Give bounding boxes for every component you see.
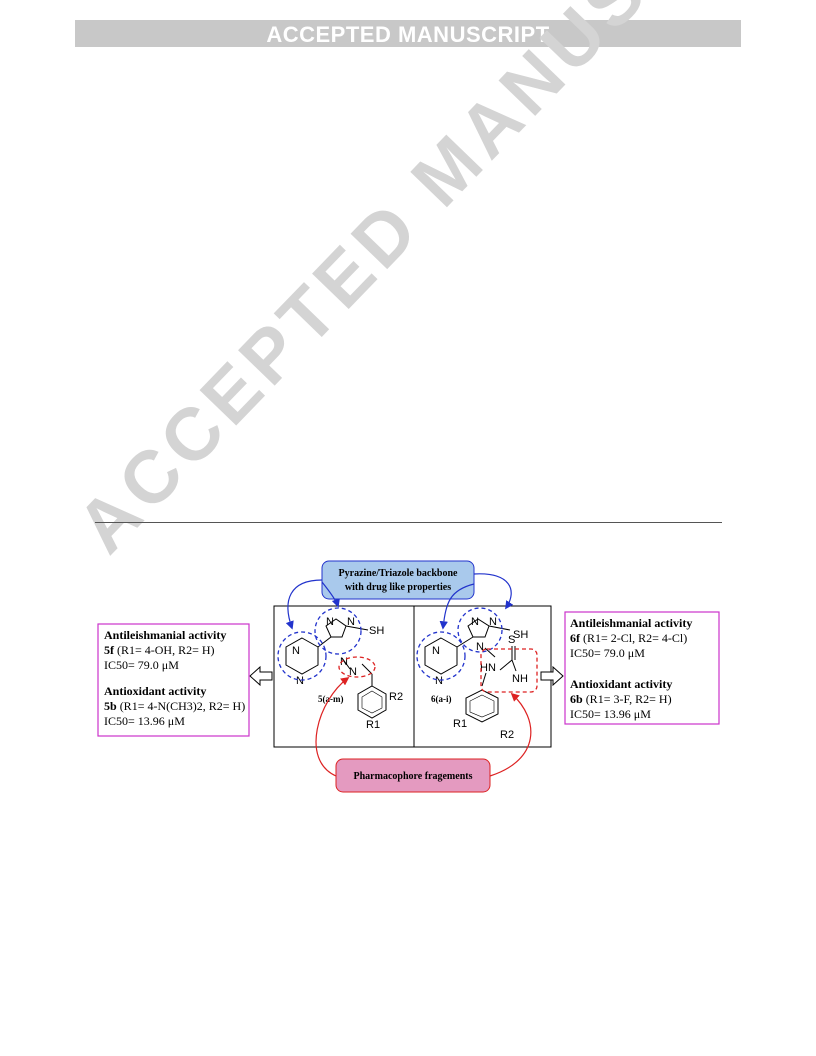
blue-arrow-2 (321, 581, 340, 608)
left-antiox-compound-line: 5b (R1= 4-N(CH3)2, R2= H) (104, 699, 245, 713)
backbone-label-box (321, 560, 475, 600)
thiourea-nh: NH (512, 673, 528, 685)
r2-left: R2 (389, 691, 403, 703)
activity-box-right (564, 611, 720, 725)
right-antiox-title: Antioxidant activity (570, 677, 672, 691)
r2-right: R2 (500, 729, 514, 741)
backbone-label-line2: with drug like properties (345, 582, 451, 593)
triazole-n-left: N (326, 616, 334, 628)
arrow-to-right-box (540, 665, 564, 687)
backbone-label-line1: Pyrazine/Triazole backbone (339, 568, 459, 579)
structure-6 (424, 618, 517, 723)
left-antiox-title: Antioxidant activity (104, 684, 206, 698)
pyrazine-n-top: N (292, 645, 300, 657)
left-antiox-ic50: IC50= 13.96 μM (104, 714, 185, 728)
blue-arrow-1 (285, 579, 323, 630)
pyrazine6-n-bottom: N (435, 675, 443, 687)
pharmacophore-label: Pharmacophore fragements (354, 771, 473, 782)
triazole-n-right: N (347, 616, 355, 628)
right-antileish-ic50: IC50= 79.0 μM (570, 646, 645, 660)
pyrazine-highlight-right (416, 631, 466, 681)
triazole-highlight-right (457, 607, 503, 653)
blue-arrow-3 (439, 583, 475, 630)
thiourea-highlight (480, 648, 538, 693)
triazole-n4: N (340, 656, 348, 668)
thiourea-s: S (508, 634, 515, 646)
thiol-group-left: SH (369, 625, 384, 637)
thiol-group-right: SH (513, 629, 528, 641)
pyrazine-highlight-left (277, 631, 327, 681)
right-antiox-ic50: IC50= 13.96 μM (570, 707, 651, 721)
imine-highlight (338, 656, 376, 678)
r1-right: R1 (453, 718, 467, 730)
imine-n: N (349, 666, 357, 678)
right-antileish-compound-line: 6f (R1= 2-Cl, R2= 4-Cl) (570, 631, 687, 645)
activity-box-left (97, 623, 250, 737)
red-arrow-left (315, 677, 350, 777)
r1-left: R1 (366, 719, 380, 731)
pyrazine6-n-top: N (432, 645, 440, 657)
triazole6-n-right: N (489, 616, 497, 628)
triazole6-n4: N (476, 641, 484, 653)
left-antileish-compound-line: 5f (R1= 4-OH, R2= H) (104, 643, 215, 657)
left-antileish-title: Antileishmanial activity (104, 628, 226, 642)
accepted-manuscript-banner: ACCEPTED MANUSCRIPT (75, 20, 741, 47)
structure-box-left (273, 605, 415, 748)
right-antiox-compound-line: 6b (R1= 3-F, R2= H) (570, 692, 672, 706)
triazole-highlight-left (314, 607, 362, 655)
arrow-to-left-box (249, 665, 273, 687)
series-label-5: 5(a-m) (318, 694, 344, 704)
thiourea-hn: HN (480, 662, 496, 674)
blue-arrow-4 (473, 573, 514, 610)
structure-5 (285, 618, 387, 719)
red-arrow-right (489, 692, 532, 777)
triazole6-n-left: N (471, 616, 479, 628)
series-label-6: 6(a-i) (431, 694, 452, 704)
right-antileish-title: Antileishmanial activity (570, 616, 692, 630)
pyrazine-n-bottom: N (296, 675, 304, 687)
section-divider (95, 522, 722, 523)
left-antileish-ic50: IC50= 79.0 μM (104, 658, 179, 672)
